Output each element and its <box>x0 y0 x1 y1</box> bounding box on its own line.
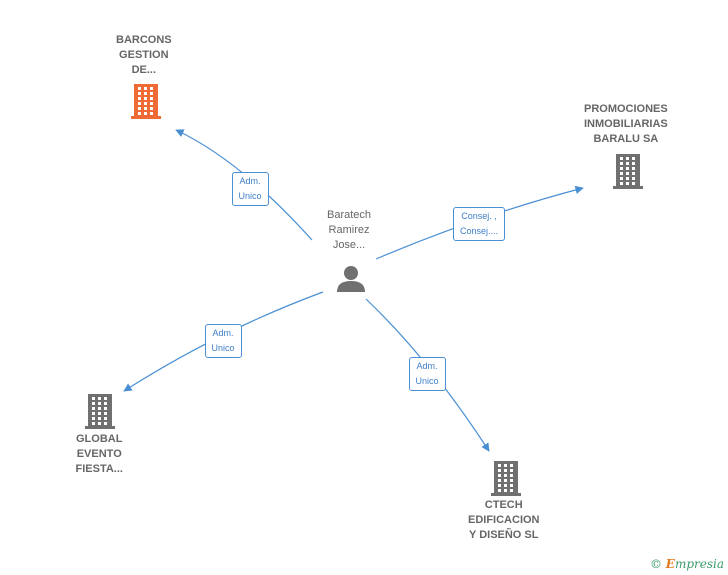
node-label-line: EDIFICACION <box>468 513 540 526</box>
person-icon[interactable] <box>337 266 365 292</box>
edge-label-ctech[interactable]: Adm. Unico <box>408 357 446 391</box>
edge-label-barcons[interactable]: Adm. Unico <box>231 172 269 206</box>
edge-label-line: Consej.... <box>460 226 499 236</box>
node-label-line: EVENTO <box>76 447 122 460</box>
edge-label-line: Unico <box>211 343 235 353</box>
node-label-line: GESTION <box>119 48 169 61</box>
brand-logo-text: mpresia <box>674 557 724 571</box>
node-label-line: CTECH <box>484 498 523 511</box>
edge-label-line: Unico <box>415 376 439 386</box>
copyright-symbol: © <box>649 557 662 571</box>
node-label-barcons[interactable]: BARCONS GESTION DE... <box>116 33 172 78</box>
node-label-line: FIESTA... <box>75 462 123 475</box>
node-label-line: Jose... <box>332 238 366 251</box>
node-label-line: INMOBILIARIAS <box>584 117 668 130</box>
node-label-line: BARALU SA <box>593 132 659 145</box>
building-icon[interactable] <box>85 394 115 429</box>
building-icon[interactable] <box>131 84 161 119</box>
node-label-line: BARCONS <box>116 33 172 46</box>
building-icon[interactable] <box>491 461 521 496</box>
node-label-promociones[interactable]: PROMOCIONES INMOBILIARIAS BARALU SA <box>584 102 668 147</box>
node-label-line: Y DISEÑO SL <box>469 528 539 541</box>
edge-label-promociones[interactable]: Consej. , Consej.... <box>453 207 506 241</box>
node-label-line: GLOBAL <box>76 432 123 445</box>
empresia-watermark: © Empresia <box>650 557 724 571</box>
node-label-line: PROMOCIONES <box>584 102 668 115</box>
edge-label-line: Adm. <box>239 176 261 186</box>
node-label-global[interactable]: GLOBAL EVENTO FIESTA... <box>76 432 123 477</box>
brand-logo-e: E <box>665 557 675 571</box>
edge-label-line: Adm. <box>212 328 234 338</box>
node-label-line: DE... <box>131 63 157 76</box>
edge-label-line: Consej. , <box>461 211 497 221</box>
edge-label-line: Unico <box>238 191 262 201</box>
node-label-ctech[interactable]: CTECH EDIFICACION Y DISEÑO SL <box>468 498 540 543</box>
building-icon[interactable] <box>613 154 643 189</box>
edge-label-line: Adm. <box>416 361 438 371</box>
node-label-line: Baratech <box>327 208 372 221</box>
node-label-line: Ramirez <box>328 223 370 236</box>
edge-label-global[interactable]: Adm. Unico <box>204 324 242 358</box>
